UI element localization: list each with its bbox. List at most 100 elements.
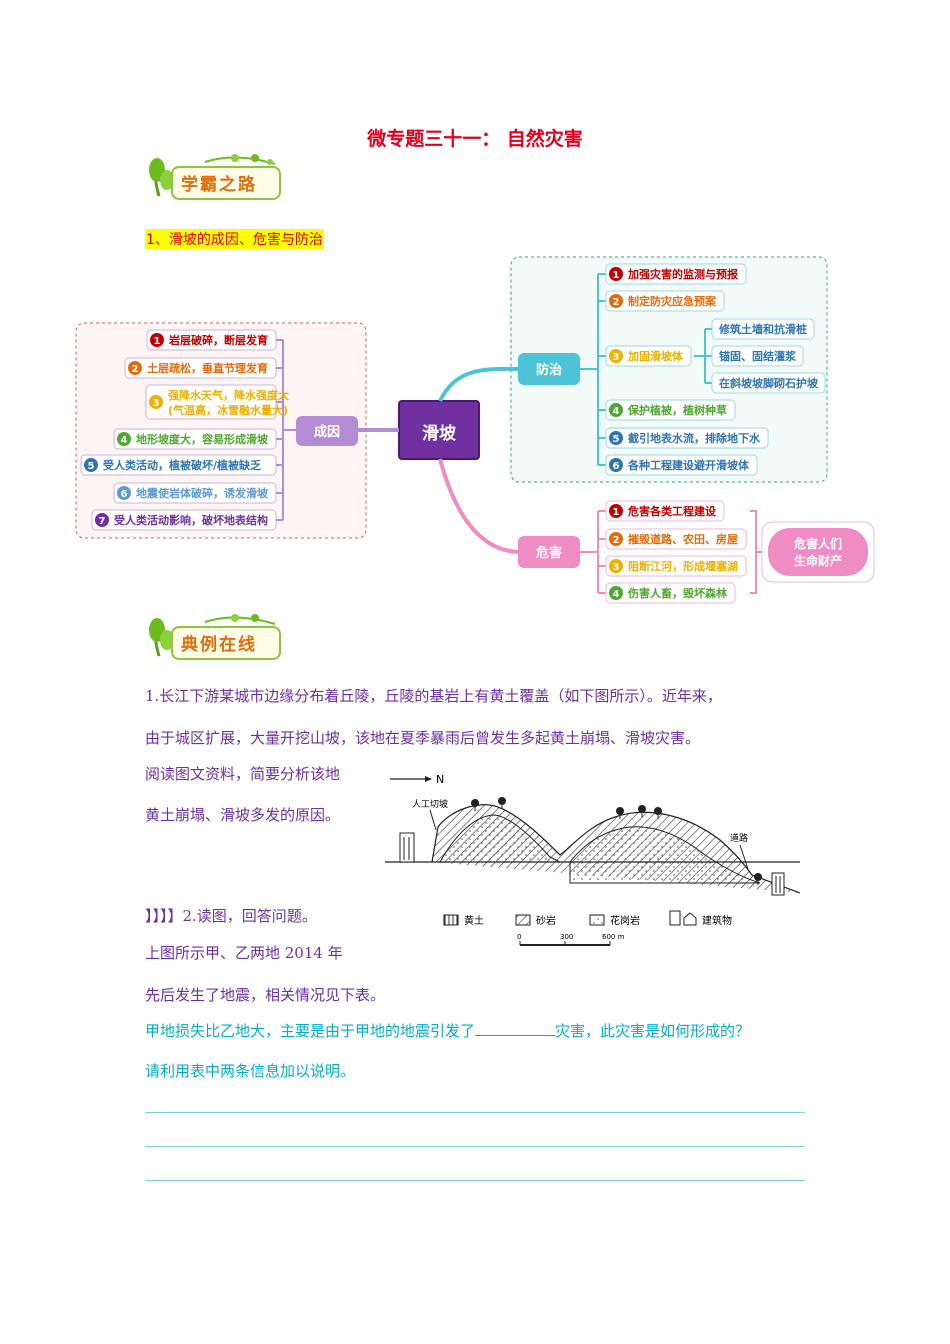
number-label: 7 bbox=[99, 516, 106, 527]
q1-line2: 由于城区扩展，大量开挖山坡，该地在夏季暴雨后曾发生多起黄土崩塌、滑坡灾害。 bbox=[145, 729, 701, 747]
north-label: N bbox=[436, 773, 444, 786]
number-badge bbox=[609, 431, 623, 445]
cause-text: 地震使岩体破碎，诱发滑坡 bbox=[136, 486, 269, 500]
section-heading: 1、滑坡的成因、危害与防治 bbox=[145, 229, 324, 249]
reinforce-text: 修筑土墙和抗滑桩 bbox=[718, 322, 807, 336]
number-label: 1 bbox=[154, 336, 161, 347]
q1-line1: 1.长江下游某城市边缘分布着丘陵，丘陵的基岩上有黄土覆盖（如下图所示）。近年来， bbox=[145, 687, 722, 705]
harm-text: 危害各类工程建设 bbox=[627, 504, 717, 518]
svg-text:0: 0 bbox=[517, 933, 521, 941]
harm-text: 伤害人畜，毁坏森林 bbox=[627, 586, 727, 600]
prevent-text: 制定防灾应急预案 bbox=[628, 294, 717, 308]
legend-sandstone: 砂岩 bbox=[536, 914, 556, 927]
legend-granite: 花岗岩 bbox=[610, 914, 640, 927]
prevent-item bbox=[605, 399, 736, 421]
building-icon bbox=[771, 872, 785, 896]
harm-text: 阻断江河，形成堰塞湖 bbox=[628, 559, 738, 573]
svg-text:600 m: 600 m bbox=[602, 933, 625, 941]
prevent-item bbox=[605, 427, 769, 449]
cause-text: 强降水天气，降水强度大 bbox=[168, 388, 289, 402]
answer-line[interactable] bbox=[145, 1146, 805, 1147]
number-label: 6 bbox=[121, 489, 128, 500]
q2-line4-end: 灾害，此灾害是如何形成的？ bbox=[555, 1022, 751, 1040]
harm-item bbox=[605, 528, 747, 550]
prevent-item bbox=[605, 345, 692, 367]
connector bbox=[438, 366, 519, 402]
number-label: 4 bbox=[613, 589, 620, 600]
reinforce-text: 锚固、固结灌浆 bbox=[719, 349, 797, 363]
q2-line1: 】】】】2.读图，回答问题。 bbox=[145, 907, 317, 925]
harm-summary-line1: 危害人们 bbox=[793, 536, 842, 551]
harm-item bbox=[605, 582, 736, 604]
number-badge bbox=[95, 513, 109, 527]
number-label: 3 bbox=[613, 352, 620, 363]
number-label: 6 bbox=[613, 461, 620, 472]
q2-line2: 上图所示甲、乙两地 2014 年 bbox=[145, 944, 343, 962]
badge-dianliezaixian: 典例在线 bbox=[145, 612, 281, 660]
prevent-item bbox=[605, 454, 758, 476]
number-label: 3 bbox=[153, 398, 160, 409]
cause-text: 受人类活动影响，破坏地表结构 bbox=[114, 513, 268, 527]
harm-node bbox=[518, 536, 580, 568]
badge-frame bbox=[171, 166, 281, 200]
number-label: 4 bbox=[121, 435, 128, 446]
cause-text: 土层疏松，垂直节理发育 bbox=[147, 361, 268, 375]
cause-text: 岩层破碎，断层发育 bbox=[168, 333, 268, 347]
reinforce-item bbox=[711, 345, 804, 367]
cause-node bbox=[296, 416, 358, 446]
q2-line5: 请利用表中两条信息加以说明。 bbox=[145, 1062, 356, 1080]
center-label: 滑坡 bbox=[422, 423, 456, 444]
prevent-item bbox=[605, 263, 747, 285]
harm-item bbox=[605, 500, 725, 522]
reinforce-item bbox=[711, 318, 815, 340]
number-label: 4 bbox=[613, 406, 620, 417]
cause-text-2: (气温高，冰雪融水量大) bbox=[168, 403, 288, 417]
badge-label: 学霸之路 bbox=[181, 175, 257, 195]
prevent-text: 加强灾害的监测与预报 bbox=[627, 267, 739, 281]
cause-text: 受人类活动，植被破坏/植被缺乏 bbox=[103, 458, 261, 472]
svg-text:300: 300 bbox=[560, 933, 573, 941]
number-badge bbox=[609, 403, 623, 417]
q2-line3: 先后发生了地震，相关情况见下表。 bbox=[145, 986, 386, 1004]
number-badge bbox=[609, 532, 623, 546]
number-label: 3 bbox=[613, 562, 620, 573]
prevent-node bbox=[518, 353, 580, 385]
prevent-text: 加固滑坡体 bbox=[627, 349, 684, 363]
answer-blank[interactable] bbox=[475, 1021, 556, 1036]
number-label: 5 bbox=[88, 461, 95, 472]
prevent-text: 保护植被，植树种草 bbox=[627, 403, 727, 417]
q1-line3: 阅读图文资料，简要分析该地 bbox=[145, 765, 341, 783]
legend-building: 建筑物 bbox=[702, 914, 732, 927]
prevent-text: 截引地表水流，排除地下水 bbox=[628, 431, 761, 445]
prevent-text: 各种工程建设避开滑坡体 bbox=[627, 458, 750, 472]
number-label: 5 bbox=[613, 434, 620, 445]
loess-cross-section-figure: N 人工切坡 道路 黄土 砂岩 花岗岩 建筑物 0 300 600 m bbox=[385, 773, 801, 946]
number-badge bbox=[150, 333, 164, 347]
vine-leaf-icon bbox=[149, 614, 276, 657]
number-label: 2 bbox=[613, 297, 620, 308]
q1-line4: 黄土崩塌、滑坡多发的原因。 bbox=[145, 806, 341, 824]
number-badge bbox=[609, 294, 623, 308]
number-badge bbox=[609, 559, 623, 573]
harm-summary-node bbox=[768, 528, 868, 576]
number-badge bbox=[609, 586, 623, 600]
answer-line[interactable] bbox=[145, 1180, 805, 1181]
number-badge bbox=[149, 395, 163, 409]
cut-slope-label: 人工切坡 bbox=[412, 798, 448, 810]
cause-text: 地形坡度大，容易形成滑坡 bbox=[136, 432, 269, 446]
number-badge bbox=[84, 458, 98, 472]
badge-frame bbox=[171, 626, 281, 660]
number-label: 1 bbox=[613, 507, 620, 518]
answer-line[interactable] bbox=[145, 1112, 805, 1113]
number-badge bbox=[128, 361, 142, 375]
reinforce-text: 在斜坡坡脚砌石护坡 bbox=[719, 376, 819, 390]
harm-text: 摧毁道路、农田、房屋 bbox=[628, 532, 738, 546]
number-label: 2 bbox=[613, 535, 620, 546]
vine-leaf-icon bbox=[149, 154, 276, 197]
q2-line4: 甲地损失比乙地大，主要是由于甲地的地震引发了灾害，此灾害是如何形成的？ bbox=[145, 1020, 750, 1041]
number-badge bbox=[609, 267, 623, 281]
number-badge bbox=[609, 349, 623, 363]
badge-xuebazhilu: 学霸之路 bbox=[145, 152, 281, 200]
number-badge bbox=[117, 432, 131, 446]
